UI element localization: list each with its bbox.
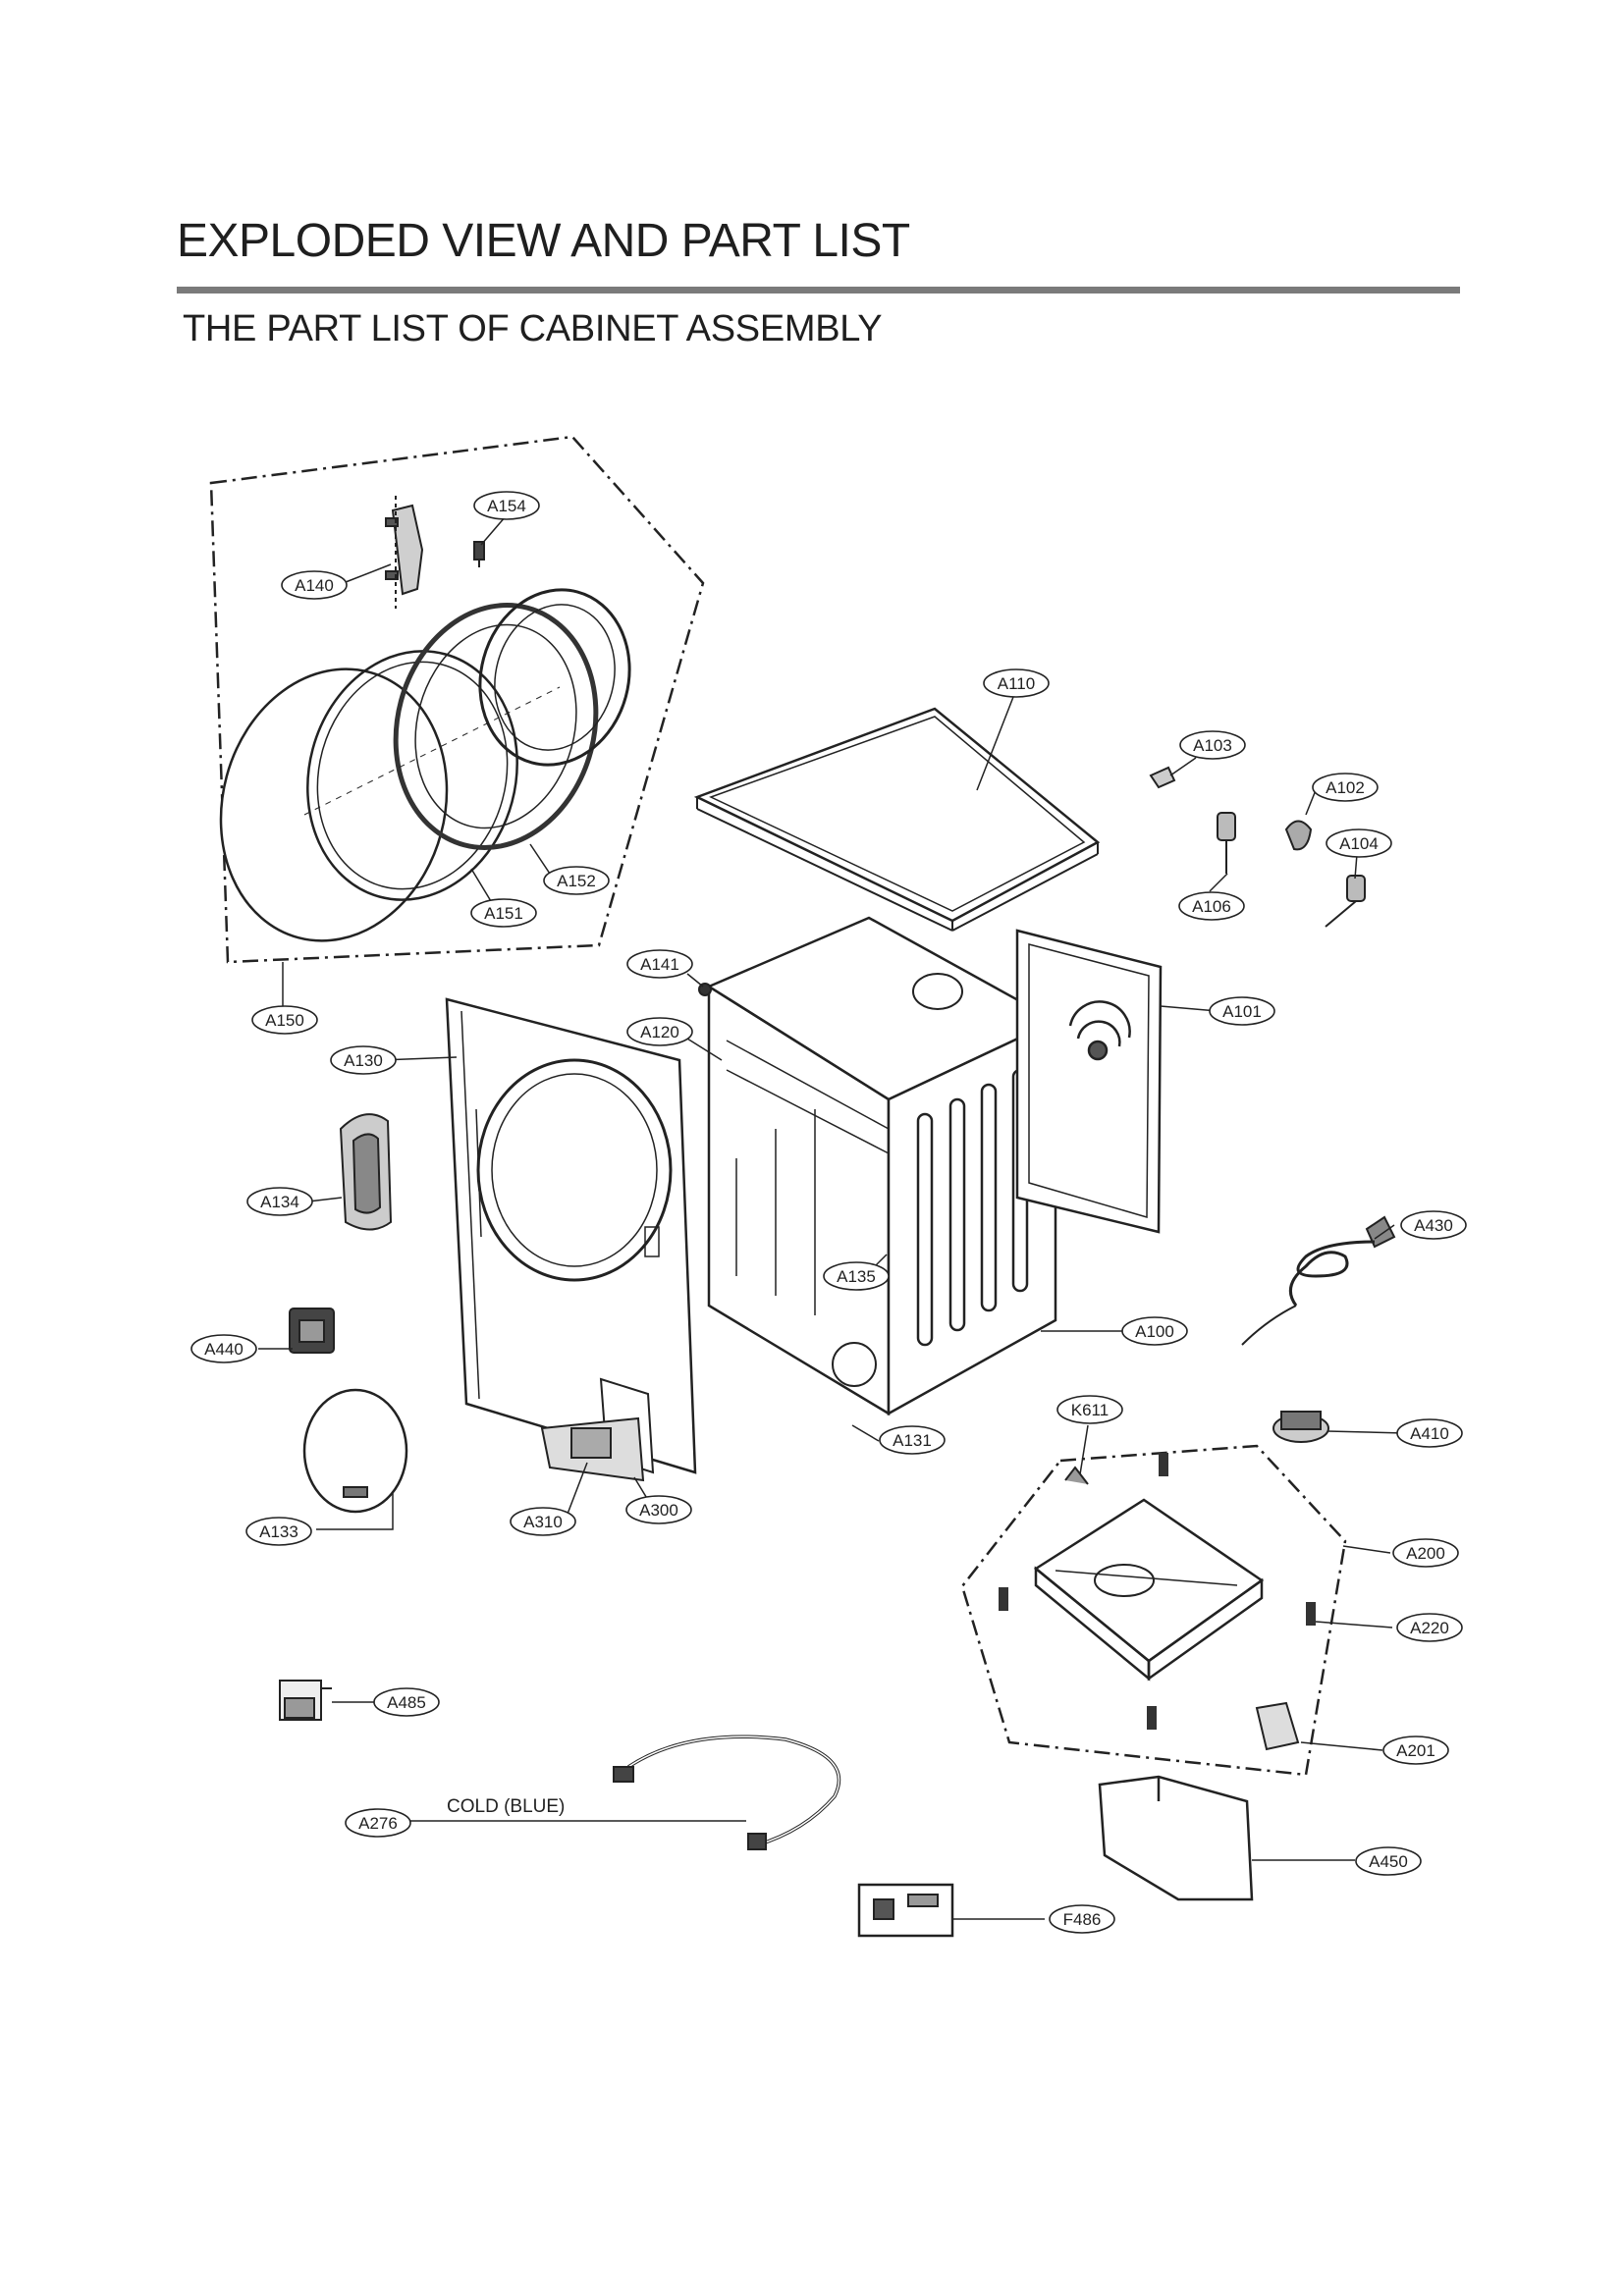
callout-label: A430: [1414, 1216, 1453, 1235]
callout-a102: A102: [1312, 773, 1379, 802]
callout-label: A151: [484, 904, 523, 923]
cover-a450: [1098, 1775, 1254, 1901]
callout-a140: A140: [281, 570, 348, 600]
callout-a141: A141: [626, 949, 693, 979]
feet: [999, 1453, 1316, 1730]
clamp-a133: [302, 1388, 408, 1514]
callout-label: A106: [1192, 897, 1231, 916]
door-parts: [219, 588, 631, 942]
callout-a430: A430: [1400, 1210, 1467, 1240]
callout-label: A120: [640, 1023, 679, 1041]
bracket-a201: [1255, 1701, 1300, 1751]
part-k611: [1064, 1466, 1089, 1485]
switch-a440: [289, 1308, 335, 1354]
callout-a106: A106: [1178, 891, 1245, 921]
callout-a300: A300: [625, 1495, 692, 1524]
callout-label: A154: [487, 497, 526, 515]
dispenser: [540, 1377, 655, 1482]
callout-label: A485: [387, 1693, 426, 1712]
callout-label: A104: [1339, 834, 1379, 853]
callout-a200: A200: [1392, 1538, 1459, 1568]
callout-label: A102: [1326, 778, 1365, 797]
callout-a150: A150: [251, 1005, 318, 1035]
callout-label: A110: [998, 674, 1035, 693]
callout-label: A133: [259, 1522, 298, 1541]
cabinet-body: [706, 916, 1058, 1416]
back-panel: [1015, 929, 1163, 1234]
callout-a101: A101: [1209, 996, 1275, 1026]
callout-label: A150: [265, 1011, 304, 1030]
callout-a154: A154: [473, 491, 540, 520]
pressure-switch: [1272, 1411, 1329, 1443]
callout-label: A201: [1396, 1741, 1435, 1760]
top-plate: [693, 707, 1101, 932]
callout-label: A130: [344, 1051, 383, 1070]
callout-a133: A133: [245, 1517, 312, 1546]
callout-label: A276: [358, 1814, 398, 1833]
callout-label: A141: [640, 955, 679, 974]
callout-a104: A104: [1326, 828, 1392, 858]
callout-a310: A310: [510, 1507, 576, 1536]
callout-a151: A151: [470, 898, 537, 928]
callout-label: A101: [1222, 1002, 1262, 1021]
page-title: EXPLODED VIEW AND PART LIST: [177, 215, 910, 267]
callout-label: A135: [837, 1267, 876, 1286]
callout-a130: A130: [330, 1045, 397, 1075]
base-assembly-boundary: [960, 1444, 1347, 1777]
callout-label: A200: [1406, 1544, 1445, 1563]
callout-label: A100: [1135, 1322, 1174, 1341]
callout-a450: A450: [1355, 1846, 1422, 1876]
callout-label: A134: [260, 1193, 299, 1211]
callout-a120: A120: [626, 1017, 693, 1046]
control-panel-a134: [339, 1113, 393, 1231]
callout-a103: A103: [1179, 730, 1246, 760]
callout-a152: A152: [543, 866, 610, 895]
callout-label: A220: [1410, 1619, 1449, 1637]
title-rule: [177, 287, 1460, 294]
callout-a220: A220: [1396, 1613, 1463, 1642]
callout-label: A152: [557, 872, 596, 890]
callout-a100: A100: [1121, 1316, 1188, 1346]
small-parts-top-right: [1149, 766, 1366, 928]
callout-a131: A131: [879, 1425, 946, 1455]
cold-blue-annotation: COLD (BLUE): [447, 1796, 565, 1817]
callout-a410: A410: [1396, 1418, 1463, 1448]
callout-a135: A135: [823, 1261, 890, 1291]
callout-label: A440: [204, 1340, 244, 1359]
callout-label: A103: [1193, 736, 1232, 755]
callout-label: K611: [1071, 1401, 1109, 1419]
callout-label: A131: [893, 1431, 932, 1450]
inlet-hose: [613, 1735, 841, 1850]
callout-a485: A485: [373, 1687, 440, 1717]
callout-k611: K611: [1056, 1395, 1123, 1424]
callout-label: A300: [639, 1501, 678, 1520]
part-a485: [279, 1680, 332, 1721]
door-hinge: [385, 496, 424, 609]
power-cord: [1241, 1215, 1396, 1346]
callout-label: F486: [1063, 1910, 1102, 1929]
page-subtitle: THE PART LIST OF CABINET ASSEMBLY: [183, 308, 883, 349]
pcb-f486: [857, 1883, 954, 1938]
callout-label: A410: [1410, 1424, 1449, 1443]
callout-label: A450: [1369, 1852, 1408, 1871]
base-frame: [1033, 1498, 1265, 1682]
callout-a134: A134: [246, 1187, 313, 1216]
callout-a201: A201: [1382, 1735, 1449, 1765]
callout-f486: F486: [1049, 1904, 1115, 1934]
callout-a276: A276: [345, 1808, 411, 1838]
front-panel: [445, 997, 697, 1474]
callout-label: A140: [295, 576, 334, 595]
callout-a440: A440: [190, 1334, 257, 1363]
callout-a110: A110: [983, 668, 1050, 698]
hinge-screw: [473, 541, 485, 567]
callout-label: A310: [523, 1513, 563, 1531]
